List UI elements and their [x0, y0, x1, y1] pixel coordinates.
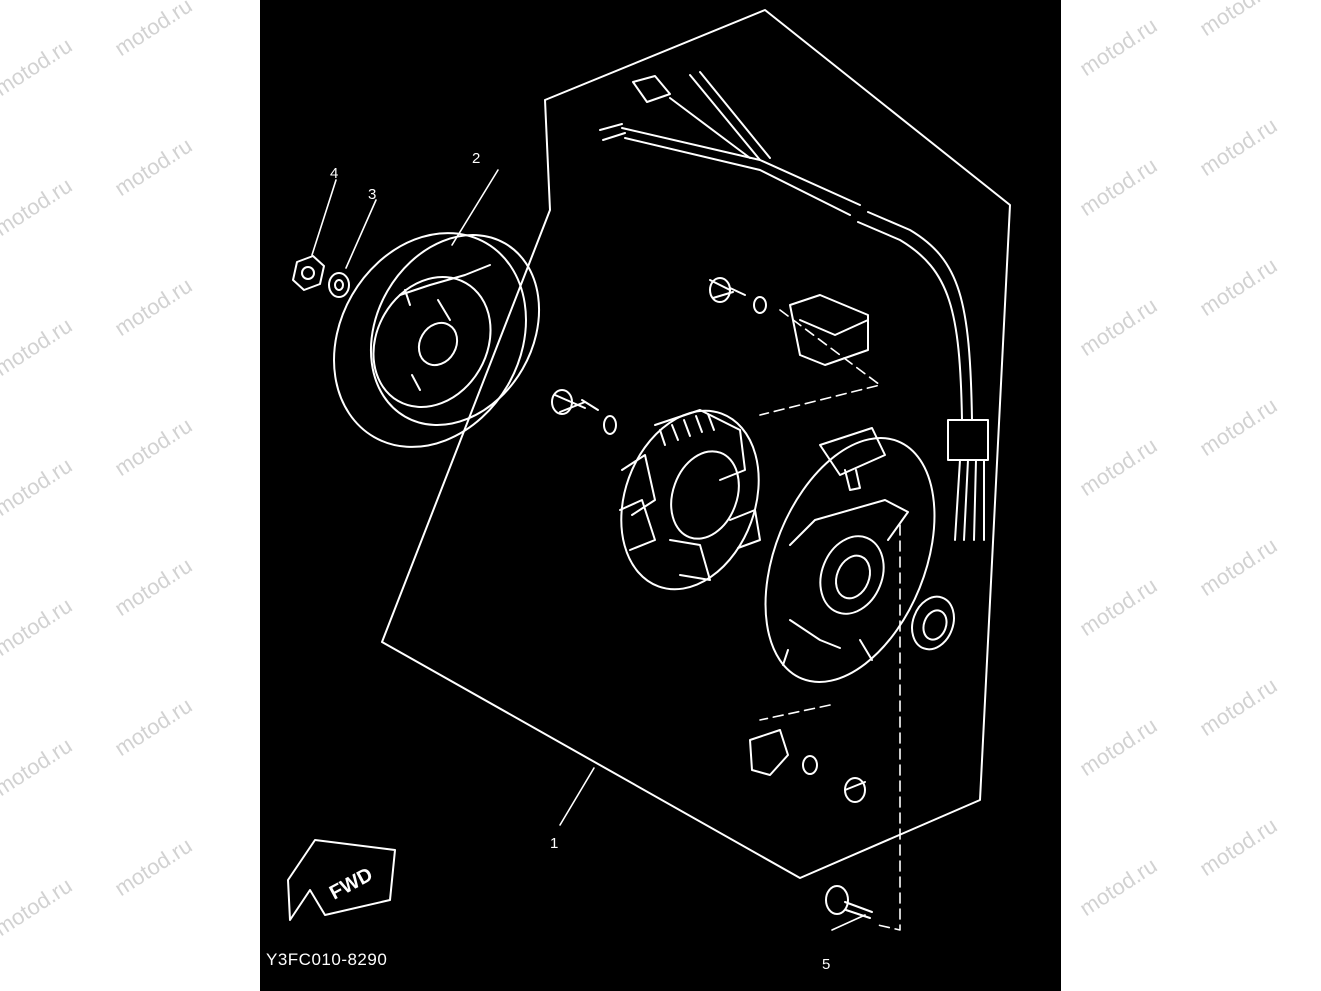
cable-clamp-drawing	[749, 729, 789, 776]
watermark: motod.ru	[1195, 112, 1282, 181]
callout-1: 1	[550, 835, 559, 852]
watermark: motod.ru	[1075, 852, 1162, 921]
watermark: motod.ru	[1075, 432, 1162, 501]
screw-drawings	[551, 277, 873, 919]
watermark: motod.ru	[1195, 812, 1282, 881]
watermark: motod.ru	[1195, 672, 1282, 741]
callout-3: 3	[368, 186, 377, 203]
watermark: motod.ru	[0, 732, 77, 801]
watermark: motod.ru	[110, 132, 197, 201]
watermark: motod.ru	[110, 272, 197, 341]
stator-plate-drawing	[764, 427, 936, 683]
watermark: motod.ru	[1075, 292, 1162, 361]
watermark: motod.ru	[110, 832, 197, 901]
watermark: motod.ru	[1075, 152, 1162, 221]
stator-coil-drawing	[619, 409, 761, 591]
watermark: motod.ru	[110, 0, 197, 61]
wire-harness-drawing	[599, 71, 989, 541]
fwd-arrow-shape	[287, 839, 396, 921]
watermark: motod.ru	[0, 32, 77, 101]
watermark: motod.ru	[1075, 572, 1162, 641]
callout-2: 2	[472, 150, 481, 167]
watermark: motod.ru	[1195, 0, 1282, 41]
watermark: motod.ru	[0, 872, 77, 941]
watermark: motod.ru	[0, 312, 77, 381]
assembly-boundary	[381, 9, 1011, 879]
exploded-parts-drawing	[287, 9, 1011, 931]
rotor-flywheel-drawing	[333, 232, 541, 448]
watermark: motod.ru	[110, 412, 197, 481]
drawing-code: Y3FC010-8290	[266, 950, 388, 969]
washer-drawing	[328, 272, 350, 298]
watermark: motod.ru	[0, 452, 77, 521]
watermark: motod.ru	[1075, 712, 1162, 781]
diagram-panel: 1 2 3 4 5 FWD Y3FC010-8290	[260, 0, 1061, 991]
callout-4: 4	[330, 165, 339, 182]
watermark: motod.ru	[0, 172, 77, 241]
watermark: motod.ru	[110, 692, 197, 761]
pickup-coil-drawing	[789, 294, 869, 366]
callout-leaders	[311, 169, 866, 931]
watermark: motod.ru	[110, 552, 197, 621]
watermark: motod.ru	[1195, 532, 1282, 601]
watermark: motod.ru	[0, 592, 77, 661]
callout-5: 5	[822, 956, 831, 973]
assembly-guide-lines	[759, 309, 901, 931]
watermark: motod.ru	[1075, 12, 1162, 81]
oil-seal-drawing	[911, 595, 955, 651]
nut-drawing	[292, 255, 325, 291]
watermark: motod.ru	[1195, 252, 1282, 321]
watermark: motod.ru	[1195, 392, 1282, 461]
